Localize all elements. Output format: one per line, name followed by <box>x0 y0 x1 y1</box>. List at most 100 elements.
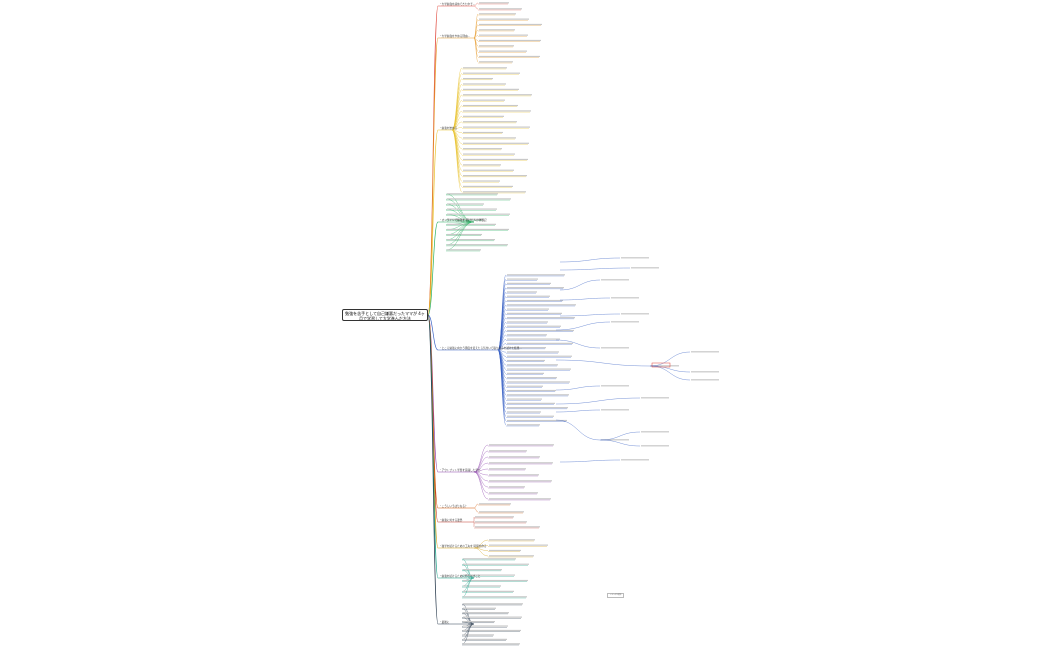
subtopic-text-bar <box>463 131 503 134</box>
branch-label: ・大学勉強をやめる理由… <box>439 34 471 38</box>
subtopic-text-bar <box>463 616 522 618</box>
subtopic-text-bar <box>463 180 500 182</box>
deep-connector <box>555 397 641 405</box>
subtopic-text-bar <box>507 278 538 280</box>
subtopic-text-bar <box>463 164 501 166</box>
root-topic[interactable]: 勉強を苦手として自己嫌悪だったママが 4ヶ月で学習して大学進んだ方法 <box>342 309 428 321</box>
subtopic-text-bar <box>507 299 563 302</box>
subtopic-connector <box>473 547 489 557</box>
branch-topic-9[interactable]: ・独学を続けるための工夫を 時間を作る <box>439 545 487 548</box>
subtopic-connector <box>473 19 479 39</box>
branch-label: ・こうしいうぼりなる？ <box>439 504 468 508</box>
subtopic-text-bar <box>463 137 516 139</box>
subtopic-text-bar <box>463 603 523 605</box>
subtopic-text-bar <box>479 18 529 20</box>
branch-topic-5[interactable]: ・ところ勉強に向かう態度を変えたら気付いて取り組みを続けた結果… <box>439 347 522 350</box>
subtopic-text-bar <box>489 462 553 464</box>
subtopic-text-bar <box>463 620 495 623</box>
subtopic-text-bar <box>507 317 575 319</box>
subtopic-text-bar <box>447 244 508 246</box>
branch-label: ・勉強を始める <box>439 126 458 130</box>
subtopic-connector <box>451 129 463 171</box>
branch-label: ・大学勉強を諦めてきた中で… <box>439 2 476 6</box>
branch-topic-6[interactable]: ・アウトプット学習を意識した学び <box>439 469 481 472</box>
subtopic-text-bar <box>447 239 495 241</box>
subtopic-text-bar <box>463 83 506 85</box>
subtopic-connector <box>473 471 489 500</box>
branch-topic-3[interactable]: ・勉強を始める <box>439 127 457 130</box>
deep-connector <box>555 339 601 349</box>
subtopic-connector <box>451 89 463 131</box>
subtopic-text-bar <box>479 55 540 58</box>
subtopic-connector <box>473 456 489 473</box>
subtopic-text-bar <box>463 142 529 144</box>
deep-connector <box>555 409 601 413</box>
subtopic-text-bar <box>489 549 521 552</box>
subtopic-connector <box>473 37 479 63</box>
subtopic-text-bar <box>489 444 554 446</box>
subtopic-text-bar <box>463 569 502 571</box>
subtopic-text-bar <box>475 521 527 523</box>
subtopic-text-bar <box>447 249 481 251</box>
subtopic-connector <box>445 204 475 223</box>
subtopic-text-bar <box>507 355 572 357</box>
subtopic-text-bar <box>463 563 529 565</box>
subtopic-text-bar <box>463 158 528 161</box>
subtopic-text-bar <box>507 389 556 392</box>
subtopic-text-bar <box>507 419 567 422</box>
add-topic-tag[interactable]: トピックを追加 <box>607 593 625 598</box>
subtopic-text-bar <box>507 351 559 353</box>
subtopic-connector <box>473 471 489 488</box>
subtopic-connector <box>461 558 475 579</box>
branch-topic-1[interactable]: ・大学勉強を諦めてきた中で… <box>439 3 475 6</box>
branch-connector <box>427 221 439 316</box>
subtopic-text-bar <box>463 629 521 632</box>
deep-connector <box>599 439 641 447</box>
branch-label: ・勉強に対する姿勢 <box>439 518 463 522</box>
deep-connector <box>559 313 621 317</box>
highlighted-node <box>651 362 671 368</box>
subtopic-text-bar <box>463 191 526 193</box>
subtopic-text-bar <box>479 34 528 36</box>
subtopic-text-bar <box>463 612 509 614</box>
deep-connector <box>559 459 621 463</box>
subtopic-text-bar <box>507 407 568 409</box>
branch-connector <box>427 314 439 625</box>
branch-connector <box>427 129 439 316</box>
branch-topic-8[interactable]: ・勉強に対する姿勢 <box>439 519 462 522</box>
branch-topic-11[interactable]: ・最後に <box>439 621 449 624</box>
subtopic-connector <box>451 83 463 131</box>
branch-connector <box>427 314 439 351</box>
branch-label: ・勉強を続けるために行うべきこと <box>439 574 481 578</box>
subtopic-text-bar <box>489 492 538 494</box>
branch-label: ・ところ勉強に向かう態度を変えたら気付いて取り組みを続けた結果… <box>439 346 522 350</box>
branch-topic-2[interactable]: ・大学勉強をやめる理由… <box>439 35 470 38</box>
deep-connector <box>559 279 601 291</box>
subtopic-connector <box>451 105 463 131</box>
subtopic-text-bar <box>507 304 576 306</box>
subtopic-text-bar <box>507 287 564 289</box>
subtopic-text-bar <box>463 77 493 80</box>
subtopic-text-bar <box>489 450 527 452</box>
branch-label: ・アウトプット学習を意識した学び <box>439 468 481 472</box>
subtopic-text-bar <box>489 539 535 541</box>
subtopic-text-bar <box>507 321 548 323</box>
subtopic-text-bar <box>507 415 554 417</box>
subtopic-text-bar <box>489 468 526 470</box>
subtopic-text-bar <box>463 185 513 188</box>
branch-topic-7[interactable]: ・こうしいうぼりなる？ <box>439 505 468 508</box>
deep-connector <box>555 321 611 331</box>
subtopic-connector <box>473 444 489 473</box>
branch-topic-10[interactable]: ・勉強を続けるために行うべきこと <box>439 575 481 578</box>
subtopic-text-bar <box>479 23 542 26</box>
deep-connector <box>555 359 651 367</box>
subtopic-text-bar <box>463 94 532 96</box>
subtopic-connector <box>451 78 463 131</box>
subtopic-text-bar <box>447 218 483 220</box>
subtopic-text-bar <box>463 148 502 150</box>
subtopic-text-bar <box>507 398 542 400</box>
subtopic-text-bar <box>447 223 496 225</box>
deep-connector <box>555 385 601 391</box>
branch-topic-4[interactable]: ・オンラインで勉強を 続けた人の体験記 <box>439 219 487 222</box>
subtopic-text-bar <box>507 372 544 374</box>
